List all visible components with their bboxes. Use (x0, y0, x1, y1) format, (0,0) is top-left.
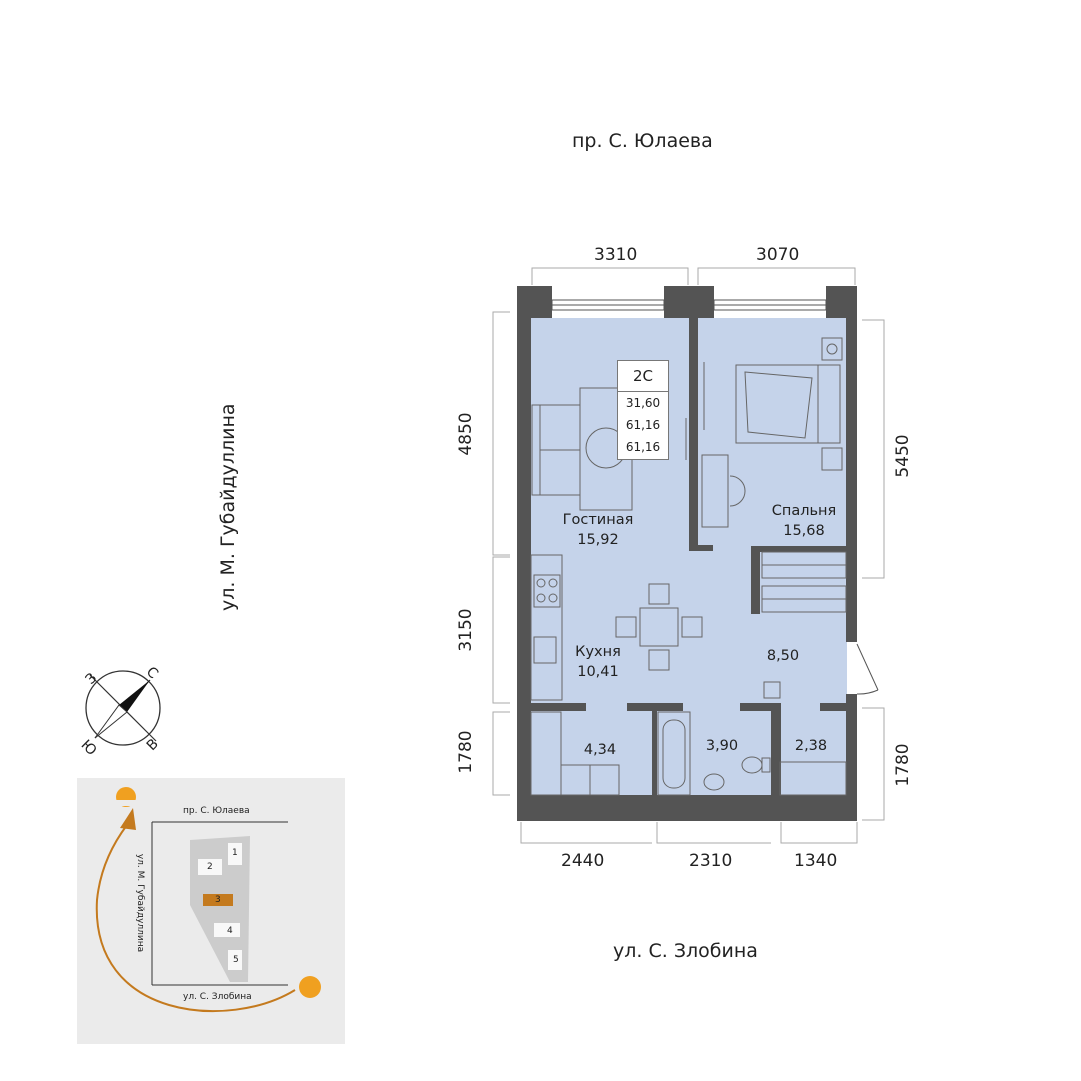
site-building-4: 4 (227, 926, 233, 936)
dim-bottom-middle: 2310 (689, 851, 733, 871)
room-hall-area: 8,50 (766, 648, 800, 664)
room-kitchen-name: Кухня (575, 644, 621, 660)
room-storage-area: 4,34 (583, 742, 617, 758)
dim-right-lower: 1780 (893, 743, 913, 787)
site-building-3: 3 (215, 895, 221, 905)
compass (85, 670, 161, 746)
bedroom-furniture (701, 337, 847, 613)
walls (517, 286, 857, 821)
dim-left-lower: 1780 (456, 730, 476, 774)
site-street-bottom: ул. С. Злобина (183, 992, 252, 1002)
room-living-name: Гостиная (562, 512, 634, 528)
site-street-top: пр. С. Юлаева (183, 806, 250, 816)
apartment-type: 2С (618, 361, 668, 392)
windows (551, 299, 827, 311)
site-building-5: 5 (233, 955, 239, 965)
room-kitchen-area: 10,41 (577, 664, 619, 680)
living-area-value: 31,60 (625, 396, 661, 410)
site-building-2: 2 (207, 862, 213, 872)
room-closet-area: 2,38 (794, 738, 828, 754)
room-living: Гостиная 15,92 (558, 510, 638, 550)
apartment-badge: 2С 31,60 61,16 61,16 (617, 360, 669, 460)
dim-top-left: 3310 (594, 245, 638, 265)
room-bedroom: Спальня 15,68 (764, 501, 844, 541)
room-bedroom-area: 15,68 (783, 523, 825, 539)
room-bathroom-area: 3,90 (705, 738, 739, 754)
room-living-area: 15,92 (577, 532, 619, 548)
dim-bottom-left: 2440 (561, 851, 605, 871)
dim-left-upper: 4850 (456, 412, 476, 456)
street-left-label: ул. М. Губайдуллина (217, 403, 239, 611)
dim-top-right: 3070 (756, 245, 800, 265)
dim-left-middle: 3150 (456, 608, 476, 652)
street-bottom-label: ул. С. Злобина (613, 940, 758, 962)
site-plan (77, 778, 345, 1044)
wet-area-furniture (530, 681, 847, 796)
dim-right-upper: 5450 (893, 434, 913, 478)
room-bedroom-name: Спальня (771, 503, 837, 519)
street-top-label: пр. С. Юлаева (572, 130, 713, 152)
room-kitchen: Кухня 10,41 (558, 642, 638, 682)
living-furniture (531, 362, 705, 511)
site-street-left: ул. М. Губайдуллина (135, 853, 145, 953)
dim-bottom-right: 1340 (794, 851, 838, 871)
site-building-1: 1 (232, 848, 238, 858)
total-area-balcony-value: 61,16 (625, 440, 661, 454)
entrance-door (856, 643, 879, 695)
kitchen-furniture (530, 554, 703, 701)
total-area-value: 61,16 (625, 418, 661, 432)
